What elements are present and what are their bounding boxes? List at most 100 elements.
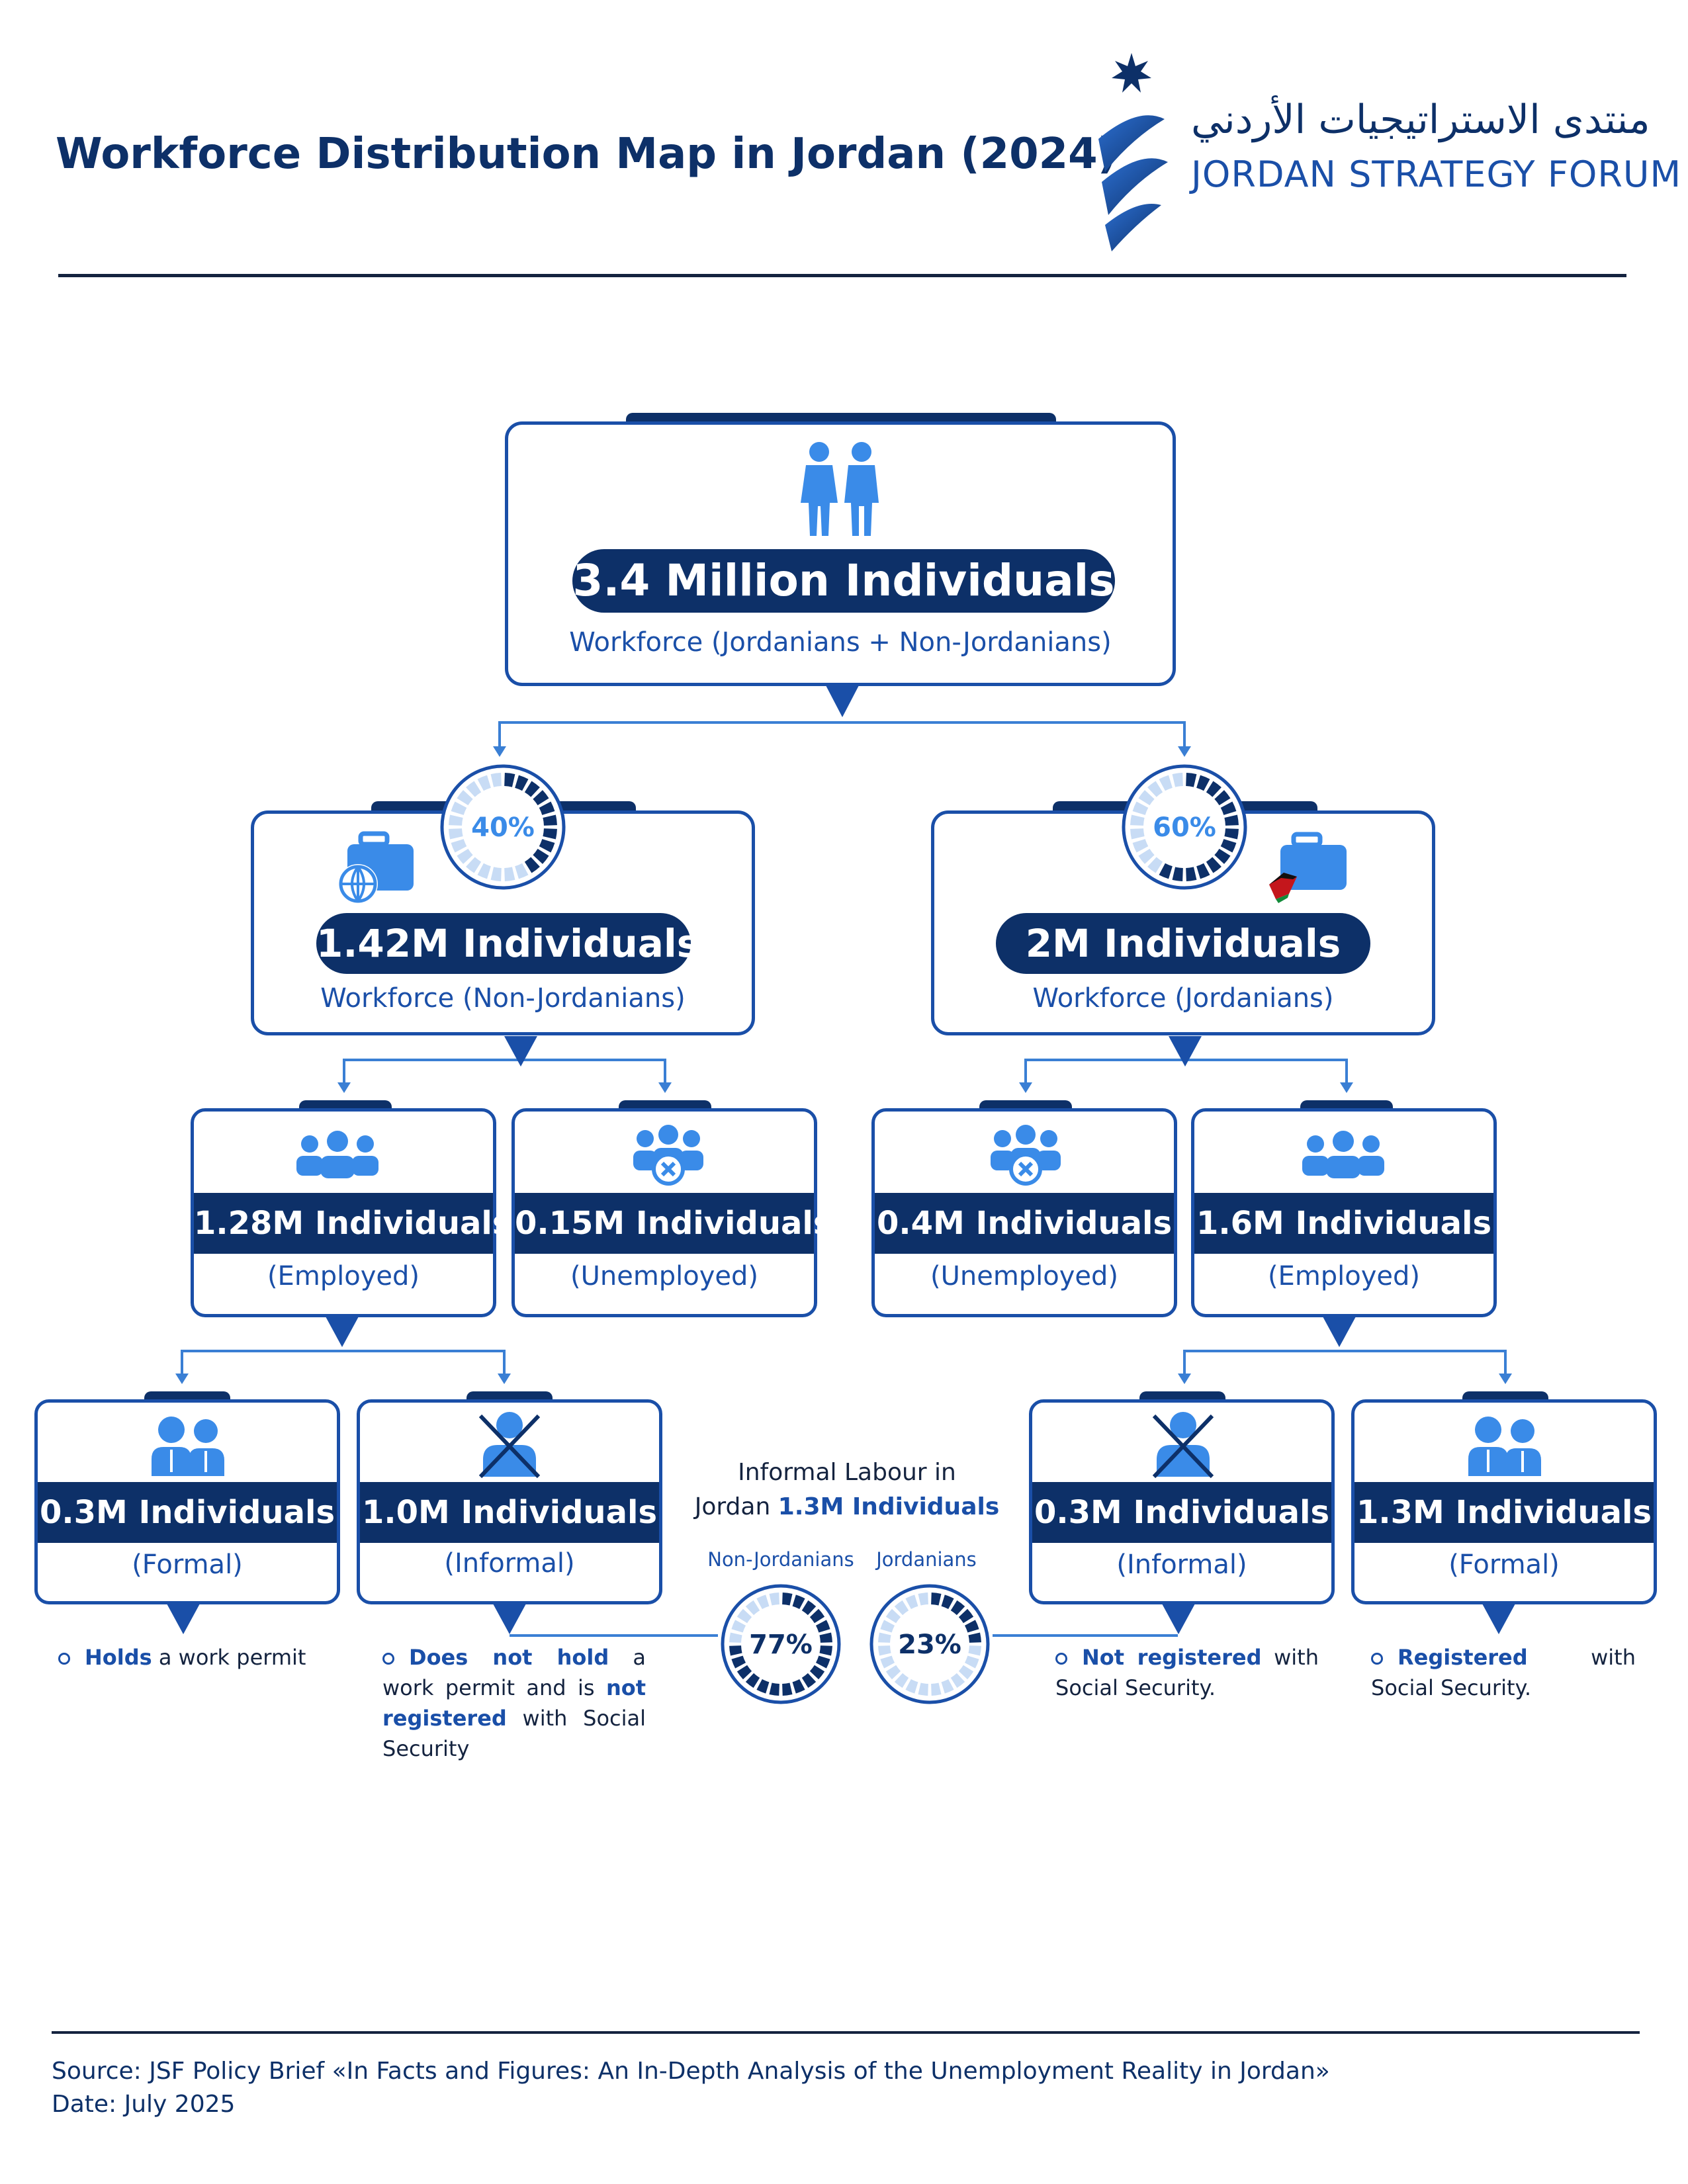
ring-segment (515, 775, 529, 791)
footer-source: Source: JSF Policy Brief «In Facts and F… (52, 2058, 1330, 2085)
ring-segment (457, 790, 473, 806)
ring-segment (815, 1655, 830, 1669)
jo-informal-note: Not registered with Social Security. (1055, 1645, 1319, 1700)
ring-segment (769, 1593, 779, 1606)
informal-worker-icon (478, 1412, 541, 1479)
ring-segment (801, 1600, 817, 1616)
bullet-icon (382, 1653, 394, 1665)
ring-segment (745, 1673, 760, 1688)
ring-segment (1130, 814, 1145, 826)
ring-segment (1172, 867, 1183, 881)
nonjo-employed-value: 1.28M Individuals (194, 1193, 511, 1254)
ring-segment (918, 1682, 928, 1696)
bullet-icon (1055, 1653, 1067, 1665)
jo-informal-label: (Informal) (1116, 1550, 1247, 1580)
nonjo-percent-label: 40% (471, 812, 535, 843)
ring-segment (819, 1645, 832, 1656)
nonjo-value-pill: 1.42M Individuals (316, 913, 699, 974)
employees-icon (1302, 1131, 1384, 1178)
briefcase-jordan-flag-icon (1269, 832, 1347, 903)
jo-formal-value: 1.3M Individuals (1355, 1482, 1654, 1543)
ring-segment (533, 848, 549, 864)
ring-segment (1220, 801, 1237, 815)
jo-percent-label: 60% (1153, 812, 1216, 843)
ring-segment (880, 1620, 895, 1633)
ring-segment (539, 801, 555, 815)
ring-segment (905, 1679, 918, 1694)
people-icon (801, 442, 879, 536)
ring-segment (736, 1665, 752, 1680)
ring-segment (539, 839, 555, 853)
ring-segment (809, 1608, 825, 1624)
ring-segment (1206, 781, 1222, 797)
unemployed-group-icon (633, 1125, 703, 1186)
jo-unemployed-label: (Unemployed) (930, 1261, 1119, 1291)
informal-worker-icon (1152, 1412, 1214, 1479)
nonjo-informal-value: 1.0M Individuals (360, 1482, 659, 1543)
jo-formal-label: (Formal) (1448, 1550, 1560, 1580)
ring-segment (543, 828, 557, 840)
ring-segment (1159, 775, 1173, 791)
page-title: Workforce Distribution Map in Jordan (20… (56, 130, 1117, 179)
ring-segment (504, 773, 515, 787)
ring-segment (515, 863, 529, 879)
ring-segment (880, 1655, 895, 1669)
ring-segment (1214, 848, 1231, 864)
ring-segment (885, 1608, 901, 1624)
ring-segment (1147, 857, 1163, 873)
ring-segment (1138, 790, 1155, 806)
ring-segment (451, 839, 467, 853)
formal-workers-icon (152, 1417, 224, 1476)
footer-divider (52, 2031, 1640, 2034)
jo-employed-value: 1.6M Individuals (1194, 1193, 1493, 1254)
ring-segment (731, 1655, 746, 1669)
ring-segment (819, 1632, 832, 1643)
ring-segment (449, 814, 463, 826)
ring-segment (1186, 773, 1197, 787)
jo-label: Workforce (Jordanians) (1032, 983, 1334, 1014)
ring-segment (490, 867, 502, 881)
ring-segment (729, 1632, 742, 1643)
ring-segment (941, 1594, 954, 1610)
jo-employed-label: (Employed) (1267, 1261, 1421, 1291)
ring-segment (533, 790, 549, 806)
ring-segment (782, 1682, 793, 1696)
jo-unemployed-value: 0.4M Individuals (875, 1193, 1174, 1254)
ring-segment (1196, 863, 1210, 879)
bullet-icon (1371, 1653, 1383, 1665)
ring-segment (1206, 857, 1222, 873)
ring-segment (964, 1620, 979, 1633)
ring-segment (543, 814, 557, 826)
jo-percent-ring: 60% (1122, 764, 1247, 890)
ring-segment (466, 781, 482, 797)
ring-segment (782, 1593, 793, 1606)
ring-segment (894, 1600, 909, 1616)
ring-segment (1214, 790, 1231, 806)
ring-segment (1138, 848, 1155, 864)
ring-segment (968, 1632, 981, 1643)
ring-segment (950, 1600, 965, 1616)
ring-segment (894, 1673, 909, 1688)
nonjo-unemployed-value: 0.15M Individuals (515, 1193, 832, 1254)
jo-value-pill: 2M Individuals (996, 913, 1370, 974)
nonjo-label: Workforce (Non-Jordanians) (320, 983, 686, 1014)
ring-segment (756, 1594, 770, 1610)
ring-segment (809, 1665, 825, 1680)
ring-segment (457, 848, 473, 864)
nonjo-employed-label: (Employed) (267, 1261, 420, 1291)
nonjo-formal-label: (Formal) (132, 1550, 243, 1580)
ring-segment (885, 1665, 901, 1680)
ring-segment (769, 1682, 779, 1696)
ring-segment (931, 1682, 942, 1696)
ring-segment (731, 1620, 746, 1633)
ring-segment (958, 1665, 974, 1680)
formal-workers-icon (1468, 1417, 1541, 1476)
ring-segment (968, 1645, 981, 1656)
ring-segment (941, 1679, 954, 1694)
ring-segment (1220, 839, 1237, 853)
informal-labour-title: Informal Labour in Jordan 1.3M Individua… (694, 1459, 1000, 1520)
nonjo-formal-value: 0.3M Individuals (38, 1482, 337, 1543)
briefcase-globe-icon (338, 831, 414, 904)
ring-segment (504, 867, 515, 881)
ring-segment (477, 863, 491, 879)
